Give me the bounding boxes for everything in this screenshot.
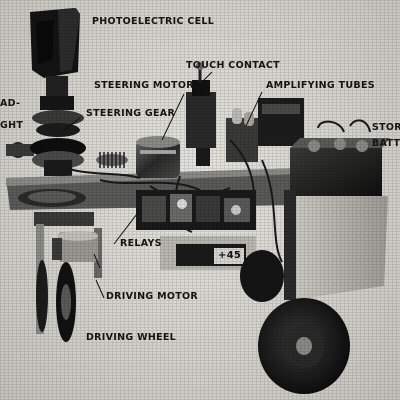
label-relays: RELAYS bbox=[120, 238, 162, 249]
label-steering-gear: STEERING GEAR bbox=[86, 108, 176, 119]
battery-casing bbox=[288, 196, 388, 300]
label-storage-battery-line1: STORA bbox=[372, 122, 400, 133]
label-head-light-line1: AD- bbox=[0, 98, 21, 109]
label-touch-contact: TOUCH CONTACT bbox=[186, 60, 280, 71]
label-photoelectric-cell: PHOTOELECTRIC CELL bbox=[92, 16, 215, 27]
touch-contact bbox=[186, 62, 216, 166]
steering-gear bbox=[30, 138, 128, 176]
label-driving-wheel: DRIVING WHEEL bbox=[86, 332, 177, 343]
cell-stem bbox=[46, 76, 68, 98]
photoelectric-cell bbox=[30, 8, 80, 78]
label-amplifying-tubes: AMPLIFYING TUBES bbox=[266, 80, 375, 91]
driving-wheel bbox=[36, 260, 76, 342]
steering-motor bbox=[136, 136, 180, 178]
label-steering-motor: STEERING MOTOR bbox=[94, 80, 194, 91]
meter-readout: +45 bbox=[218, 250, 242, 261]
label-storage-battery-line2: BATTE bbox=[372, 138, 400, 149]
leader-lines bbox=[63, 71, 263, 299]
label-head-light-line2: GHT bbox=[0, 120, 24, 131]
driving-motor bbox=[52, 231, 98, 262]
rear-wheel bbox=[240, 250, 350, 394]
relays bbox=[136, 190, 256, 230]
meter-box bbox=[160, 236, 256, 270]
storage-battery bbox=[290, 119, 390, 196]
head-light bbox=[6, 142, 34, 158]
label-driving-motor: DRIVING MOTOR bbox=[106, 291, 198, 302]
